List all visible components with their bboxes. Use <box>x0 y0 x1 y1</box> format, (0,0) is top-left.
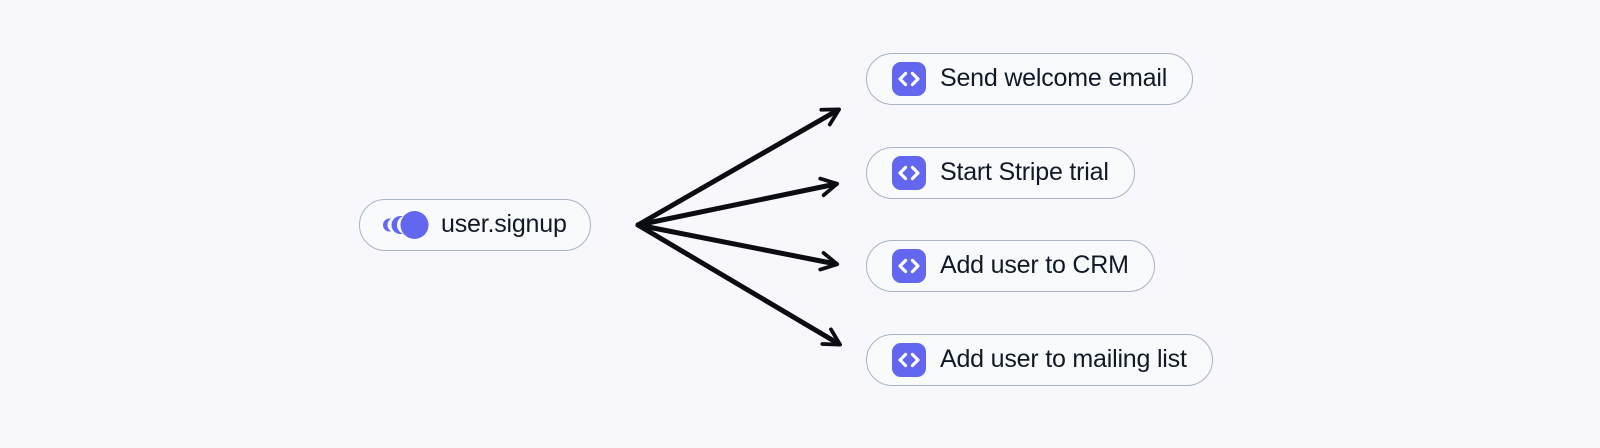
trigger-label: user.signup <box>441 209 567 238</box>
arrow-to-add-user-to-crm <box>635 222 840 272</box>
code-brackets-icon <box>892 156 926 190</box>
function-node-send-welcome-email: Send welcome email <box>866 53 1194 105</box>
arrow-to-start-stripe-trial <box>635 176 840 228</box>
arrow-to-send-welcome-email <box>635 107 841 228</box>
function-label: Add user to mailing list <box>940 344 1187 373</box>
code-brackets-icon <box>892 249 926 283</box>
function-node-add-user-to-crm: Add user to CRM <box>866 240 1155 292</box>
event-signal-icon <box>383 210 429 240</box>
code-brackets-icon <box>892 62 926 96</box>
function-label: Send welcome email <box>940 63 1168 92</box>
code-brackets-icon <box>892 343 926 377</box>
function-label: Add user to CRM <box>940 250 1129 279</box>
trigger-node-user-signup: user.signup <box>359 199 591 251</box>
function-node-start-stripe-trial: Start Stripe trial <box>866 147 1135 199</box>
arrow-to-add-user-to-mailing-list <box>635 222 842 347</box>
function-node-add-user-to-mailing-list: Add user to mailing list <box>866 334 1213 386</box>
function-label: Start Stripe trial <box>940 157 1109 186</box>
